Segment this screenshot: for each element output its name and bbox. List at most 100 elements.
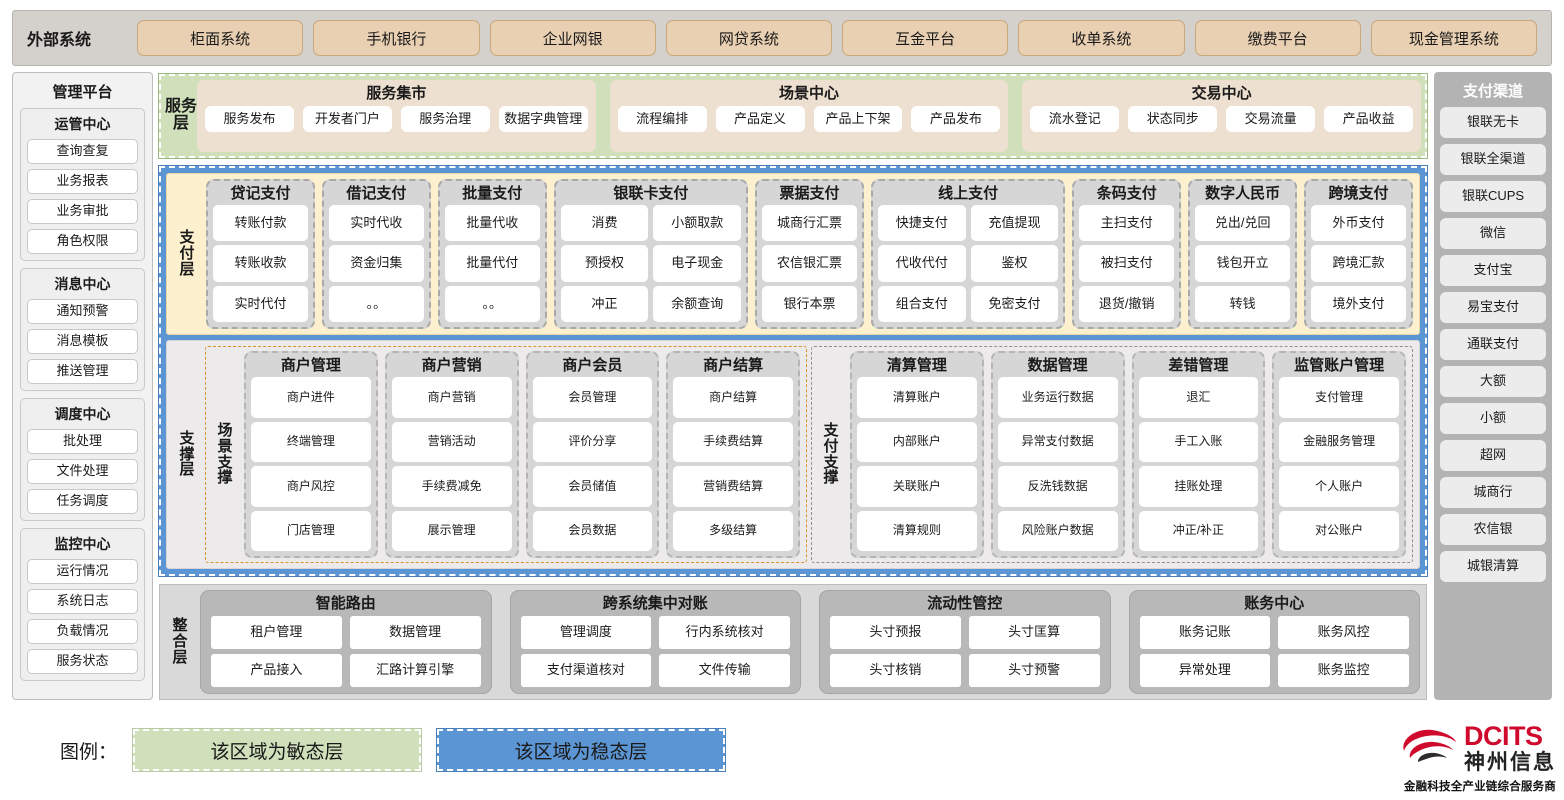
payment-channel-item[interactable]: 银联无卡 xyxy=(1440,107,1546,138)
service-item[interactable]: 数据字典管理 xyxy=(498,106,588,132)
payment-item[interactable]: 农信银汇票 xyxy=(762,245,857,282)
support-item[interactable]: 手续费结算 xyxy=(673,421,793,462)
payment-channel-item[interactable]: 通联支付 xyxy=(1440,329,1546,360)
integration-item[interactable]: 账务风控 xyxy=(1278,616,1409,649)
payment-item[interactable]: 资金归集 xyxy=(328,245,424,282)
management-item[interactable]: 业务报表 xyxy=(27,169,138,194)
support-item[interactable]: 营销活动 xyxy=(391,421,512,462)
integration-item[interactable]: 账务记账 xyxy=(1139,616,1271,649)
support-item[interactable]: 会员数据 xyxy=(532,510,653,551)
payment-item[interactable]: 兑出/兑回 xyxy=(1195,205,1291,242)
payment-channel-item[interactable]: 微信 xyxy=(1440,218,1546,249)
support-item[interactable]: 商户风控 xyxy=(251,466,371,507)
management-item[interactable]: 系统日志 xyxy=(27,589,138,614)
management-item[interactable]: 运行情况 xyxy=(27,559,138,584)
support-item[interactable]: 反洗钱数据 xyxy=(997,466,1118,507)
payment-channel-item[interactable]: 农信银 xyxy=(1440,514,1546,545)
support-item[interactable]: 关联账户 xyxy=(857,466,977,507)
payment-item[interactable]: 电子现金 xyxy=(653,245,742,282)
service-item[interactable]: 服务治理 xyxy=(400,106,490,132)
management-item[interactable]: 消息模板 xyxy=(27,329,138,354)
integration-item[interactable]: 产品接入 xyxy=(211,654,342,687)
support-item[interactable]: 个人账户 xyxy=(1279,466,1399,507)
support-item[interactable]: 多级结算 xyxy=(673,510,793,551)
payment-item[interactable]: 城商行汇票 xyxy=(762,205,857,242)
payment-item[interactable]: 冲正 xyxy=(560,285,649,322)
support-item[interactable]: 清算规则 xyxy=(857,510,977,551)
support-item[interactable]: 展示管理 xyxy=(391,510,512,551)
service-item[interactable]: 流程编排 xyxy=(617,106,707,132)
payment-channel-item[interactable]: 银联CUPS xyxy=(1440,181,1546,212)
external-system-chip[interactable]: 互金平台 xyxy=(842,20,1009,56)
payment-item[interactable]: 钱包开立 xyxy=(1195,245,1291,282)
payment-channel-item[interactable]: 超网 xyxy=(1440,440,1546,471)
management-item[interactable]: 通知预警 xyxy=(27,299,138,324)
support-item[interactable]: 营销费结算 xyxy=(673,466,793,507)
payment-item[interactable]: 转钱 xyxy=(1195,285,1291,322)
integration-item[interactable]: 行内系统核对 xyxy=(659,616,790,649)
payment-channel-item[interactable]: 城商行 xyxy=(1440,477,1546,508)
management-item[interactable]: 业务审批 xyxy=(27,199,138,224)
payment-item[interactable]: 预授权 xyxy=(560,245,649,282)
payment-item[interactable]: 转账付款 xyxy=(213,205,308,242)
payment-item[interactable]: 实时代付 xyxy=(213,285,308,322)
support-item[interactable]: 商户营销 xyxy=(391,377,512,418)
integration-item[interactable]: 头寸预报 xyxy=(830,616,961,649)
support-item[interactable]: 支付管理 xyxy=(1279,377,1399,418)
support-item[interactable]: 手工入账 xyxy=(1138,421,1259,462)
service-item[interactable]: 服务发布 xyxy=(205,106,294,132)
payment-item[interactable]: 鉴权 xyxy=(970,245,1059,282)
payment-item[interactable]: 代收代付 xyxy=(877,245,966,282)
external-system-chip[interactable]: 手机银行 xyxy=(313,20,480,56)
support-item[interactable]: 挂账处理 xyxy=(1138,466,1259,507)
payment-item[interactable]: 批量代收 xyxy=(444,205,540,242)
support-item[interactable]: 手续费减免 xyxy=(391,466,512,507)
payment-item[interactable]: 余额查询 xyxy=(653,285,742,322)
service-item[interactable]: 状态同步 xyxy=(1128,106,1218,132)
management-item[interactable]: 角色权限 xyxy=(27,229,138,254)
support-item[interactable]: 评价分享 xyxy=(532,421,653,462)
external-system-chip[interactable]: 现金管理系统 xyxy=(1370,20,1537,56)
payment-channel-item[interactable]: 易宝支付 xyxy=(1440,292,1546,323)
support-item[interactable]: 内部账户 xyxy=(857,421,977,462)
support-item[interactable]: 金融服务管理 xyxy=(1279,421,1399,462)
payment-item[interactable]: 消费 xyxy=(560,205,649,242)
payment-item[interactable]: 境外支付 xyxy=(1311,285,1406,322)
payment-item[interactable]: 快捷支付 xyxy=(877,205,966,242)
management-item[interactable]: 批处理 xyxy=(27,429,138,454)
support-item[interactable]: 业务运行数据 xyxy=(997,377,1118,418)
support-item[interactable]: 会员管理 xyxy=(532,377,653,418)
support-item[interactable]: 对公账户 xyxy=(1279,510,1399,551)
support-item[interactable]: 商户进件 xyxy=(251,377,371,418)
external-system-chip[interactable]: 企业网银 xyxy=(489,20,656,56)
integration-item[interactable]: 文件传输 xyxy=(659,654,790,687)
service-item[interactable]: 产品定义 xyxy=(715,106,805,132)
payment-item[interactable]: 退货/撤销 xyxy=(1079,285,1175,322)
payment-channel-item[interactable]: 大额 xyxy=(1440,366,1546,397)
support-item[interactable]: 清算账户 xyxy=(857,377,977,418)
payment-channel-item[interactable]: 小额 xyxy=(1440,403,1546,434)
external-system-chip[interactable]: 缴费平台 xyxy=(1194,20,1361,56)
payment-item[interactable]: 小额取款 xyxy=(653,205,742,242)
payment-item[interactable]: 充值提现 xyxy=(970,205,1059,242)
external-system-chip[interactable]: 收单系统 xyxy=(1018,20,1185,56)
support-item[interactable]: 会员储值 xyxy=(532,466,653,507)
payment-item[interactable]: 组合支付 xyxy=(877,285,966,322)
payment-item[interactable]: 转账收款 xyxy=(213,245,308,282)
service-item[interactable]: 流水登记 xyxy=(1030,106,1120,132)
payment-item[interactable]: 。。 xyxy=(328,285,424,322)
integration-item[interactable]: 头寸核销 xyxy=(830,654,961,687)
integration-item[interactable]: 租户管理 xyxy=(211,616,342,649)
external-system-chip[interactable]: 柜面系统 xyxy=(137,20,304,56)
integration-item[interactable]: 汇路计算引擎 xyxy=(349,654,481,687)
management-item[interactable]: 推送管理 xyxy=(27,359,138,384)
management-item[interactable]: 负载情况 xyxy=(27,619,138,644)
integration-item[interactable]: 数据管理 xyxy=(349,616,481,649)
payment-item[interactable]: 跨境汇款 xyxy=(1311,245,1406,282)
payment-item[interactable]: 外币支付 xyxy=(1311,205,1406,242)
payment-item[interactable]: 。。 xyxy=(444,285,540,322)
payment-channel-item[interactable]: 支付宝 xyxy=(1440,255,1546,286)
service-item[interactable]: 产品收益 xyxy=(1324,106,1414,132)
external-system-chip[interactable]: 网贷系统 xyxy=(665,20,832,56)
support-item[interactable]: 门店管理 xyxy=(251,510,371,551)
